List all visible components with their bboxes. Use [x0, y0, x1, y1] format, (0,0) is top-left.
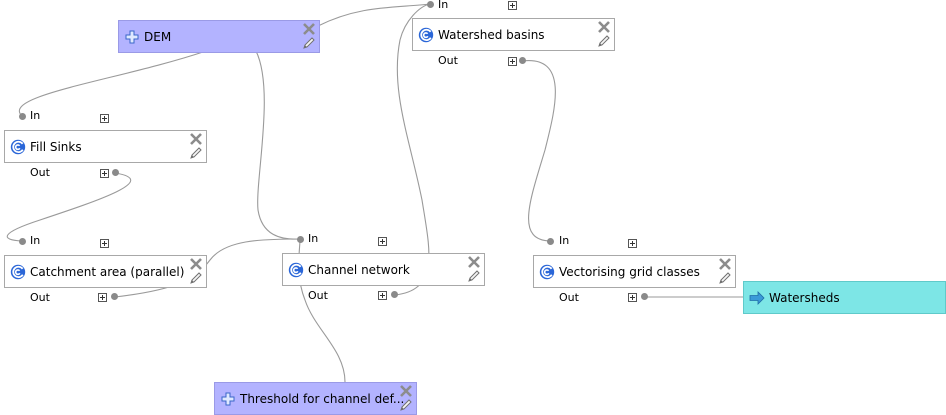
vectorising-out-port[interactable]	[641, 293, 648, 300]
edit-pencil-icon[interactable]	[189, 146, 203, 160]
edit-pencil-icon[interactable]	[597, 34, 611, 48]
watershed-basins-node[interactable]: Watershed basins	[412, 18, 615, 51]
catchment-out-port[interactable]	[111, 293, 118, 300]
threshold-label: Threshold for channel def...	[240, 392, 405, 406]
watershed-basins-out-label: Out	[438, 54, 458, 67]
saga-algorithm-icon	[10, 264, 26, 280]
watershed-basins-in-expand[interactable]	[508, 1, 517, 10]
arrow-right-icon	[749, 291, 765, 305]
dem-node-label: DEM	[144, 30, 172, 44]
channel-network-label: Channel network	[308, 263, 410, 277]
remove-icon[interactable]	[303, 23, 315, 35]
fill-sinks-out-port[interactable]	[112, 169, 119, 176]
catchment-in-expand[interactable]	[100, 239, 109, 248]
watersheds-label: Watersheds	[769, 291, 840, 305]
plus-icon	[221, 392, 235, 406]
catchment-area-node[interactable]: Catchment area (parallel)	[4, 255, 207, 288]
edit-pencil-icon[interactable]	[718, 271, 732, 285]
saga-algorithm-icon	[418, 27, 434, 43]
saga-algorithm-icon	[539, 264, 555, 280]
vectorising-in-label: In	[559, 234, 570, 247]
fill-sinks-out-label: Out	[30, 166, 50, 179]
watersheds-output-node[interactable]: Watersheds	[743, 281, 946, 314]
catchment-in-label: In	[30, 234, 41, 247]
channel-network-in-label: In	[308, 232, 319, 245]
vectorising-in-expand[interactable]	[628, 239, 637, 248]
watershed-basins-out-port[interactable]	[519, 57, 526, 64]
vectorising-out-label: Out	[559, 291, 579, 304]
catchment-out-expand[interactable]	[98, 293, 107, 302]
wire-watershedbasins-to-vectorising	[521, 60, 556, 242]
wire-fillsinks-to-catchment	[6, 172, 132, 242]
saga-algorithm-icon	[10, 139, 26, 155]
edit-pencil-icon[interactable]	[302, 36, 316, 50]
vectorising-in-port[interactable]	[547, 238, 554, 245]
fill-sinks-in-port[interactable]	[19, 113, 26, 120]
channel-network-out-label: Out	[308, 289, 328, 302]
watershed-basins-in-label: In	[438, 0, 449, 11]
watershed-basins-in-port[interactable]	[427, 1, 434, 8]
plus-icon	[125, 30, 139, 44]
remove-icon[interactable]	[598, 21, 610, 33]
fill-sinks-node[interactable]: Fill Sinks	[4, 130, 207, 163]
vectorising-node[interactable]: Vectorising grid classes	[533, 255, 736, 288]
catchment-out-label: Out	[30, 291, 50, 304]
remove-icon[interactable]	[190, 258, 202, 270]
channel-network-out-port[interactable]	[391, 291, 398, 298]
remove-icon[interactable]	[190, 133, 202, 145]
remove-icon[interactable]	[400, 385, 412, 397]
remove-icon[interactable]	[468, 256, 480, 268]
saga-algorithm-icon	[288, 262, 304, 278]
edit-pencil-icon[interactable]	[189, 271, 203, 285]
channel-network-out-expand[interactable]	[378, 291, 387, 300]
fill-sinks-in-expand[interactable]	[100, 114, 109, 123]
wire-dem-to-fillsinks	[18, 50, 207, 117]
channel-network-in-port[interactable]	[297, 236, 304, 243]
watershed-basins-label: Watershed basins	[438, 28, 545, 42]
vectorising-out-expand[interactable]	[628, 293, 637, 302]
edit-pencil-icon[interactable]	[467, 269, 481, 283]
remove-icon[interactable]	[719, 258, 731, 270]
catchment-area-label: Catchment area (parallel)	[30, 265, 185, 279]
fill-sinks-label: Fill Sinks	[30, 140, 82, 154]
edit-pencil-icon[interactable]	[399, 398, 413, 412]
catchment-in-port[interactable]	[19, 238, 26, 245]
wire-dem-to-channelnetwork	[255, 50, 301, 240]
watershed-basins-out-expand[interactable]	[508, 57, 517, 66]
channel-network-node[interactable]: Channel network	[282, 253, 485, 286]
threshold-input-node[interactable]: Threshold for channel def...	[214, 382, 417, 415]
fill-sinks-in-label: In	[30, 109, 41, 122]
fill-sinks-out-expand[interactable]	[100, 169, 109, 178]
channel-network-in-expand[interactable]	[378, 237, 387, 246]
vectorising-label: Vectorising grid classes	[559, 265, 700, 279]
dem-input-node[interactable]: DEM	[118, 20, 320, 53]
